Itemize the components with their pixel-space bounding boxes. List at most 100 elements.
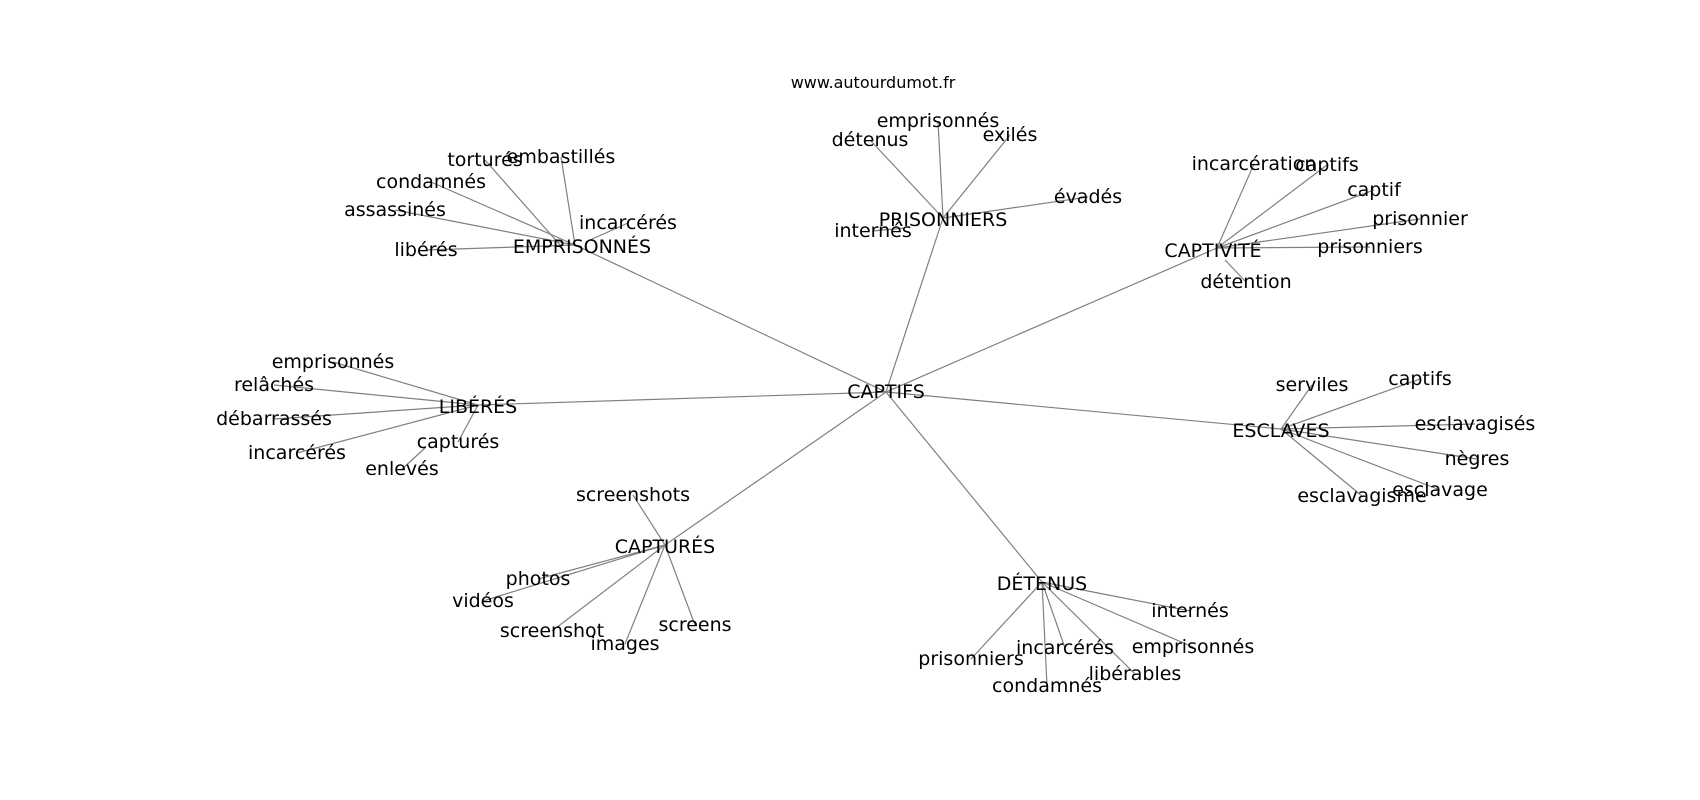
hub-word-label: ESCLAVES [1232,420,1329,442]
edge-hub-leaf [970,581,1043,660]
edge-hub-leaf [1216,218,1421,249]
leaf-word-label: emprisonnés [877,110,1000,132]
leaf-word-label: incarcérés [248,442,346,464]
edge-hub-leaf [1216,246,1371,249]
leaf-word-label: prisonniers [918,648,1023,670]
edge-hub-leaf [430,181,576,246]
leaf-word-label: images [590,633,659,655]
edge-center-hub [885,217,944,393]
edge-hub-leaf [872,227,906,232]
edge-hub-leaf [296,404,479,454]
leaf-word-label: incarcérés [1016,637,1114,659]
edge-hub-leaf [942,134,1011,219]
edge-hub-leaf [942,196,1089,219]
leaf-word-label: assassinés [344,199,446,221]
leaf-word-label: embastillés [507,146,616,168]
leaf-word-label: emprisonnés [272,351,395,373]
edge-hub-leaf [484,159,561,246]
edge-hub-leaf [664,544,696,626]
leaf-word-label: incarcérés [579,212,677,234]
edge-hub-leaf [1216,164,1328,249]
edge-hub-leaf [551,544,666,632]
edge-hub-leaf [394,209,576,246]
leaf-word-label: détenus [832,129,909,151]
edges [273,120,1478,687]
leaf-word-label: condamnés [992,675,1102,697]
edge-center-hub [885,391,1282,430]
edge-hub-leaf [1280,428,1478,460]
edge-center-hub [477,391,887,406]
leaf-word-label: torturés [447,149,522,171]
edge-hub-leaf [1280,378,1421,430]
leaf-word-label: exilés [983,124,1038,146]
edge-hub-leaf [332,361,479,406]
hub-word-label: EMPRISONNÉS [513,235,651,258]
hub-word-label: LIBÉRÉS [439,395,518,418]
leaf-word-label: nègres [1445,448,1510,470]
edge-hub-leaf [1216,189,1375,249]
edge-hub-leaf [560,156,576,246]
edge-hub-leaf [1280,428,1363,497]
leaf-word-label: condamnés [376,171,486,193]
center-word-label: CAPTIFS [847,381,925,403]
edge-hub-leaf [401,447,426,470]
edge-hub-leaf [1041,581,1048,687]
site-credit: www.autourdumot.fr [791,73,956,92]
edge-hub-leaf [1041,581,1191,612]
edge-hub-leaf [1041,581,1194,648]
leaf-word-label: prisonnier [1372,208,1468,230]
edge-hub-leaf [937,120,944,219]
edge-hub-leaf [1280,428,1441,491]
hub-word-label: CAPTURÉS [615,535,716,558]
hub-word-label: PRISONNIERS [879,209,1008,231]
edge-hub-leaf [537,544,666,580]
edge-hub-leaf [1280,423,1476,430]
hub-word-label: DÉTENUS [997,572,1087,595]
edge-hub-leaf [632,494,666,546]
edge-hub-leaf [1041,581,1066,649]
leaf-word-label: prisonniers [1317,236,1422,258]
leaf-word-label: libérés [394,239,457,261]
leaf-word-label: libérables [1089,663,1182,685]
edge-hub-leaf [1224,259,1247,283]
edge-center-hub [885,247,1218,393]
leaf-word-label: serviles [1276,374,1349,396]
edge-hub-leaf [1280,384,1313,430]
leaf-word-label: débarrassés [216,408,332,430]
edge-hub-leaf [273,404,479,420]
leaf-word-label: photos [506,568,571,590]
edge-center-hub [664,391,887,546]
leaf-word-label: vidéos [452,590,514,612]
leaf-word-label: esclavagisés [1415,413,1536,435]
leaf-word-label: screens [658,614,731,636]
leaf-word-label: emprisonnés [1132,636,1255,658]
edge-hub-leaf [624,544,666,645]
edge-hub-leaf [589,222,629,241]
leaf-word-label: screenshots [576,484,690,506]
leaf-word-label: esclavagisme [1297,485,1426,507]
leaf-word-label: captifs [1295,154,1358,176]
leaf-word-label: enlevés [365,458,439,480]
leaf-word-label: incarcération [1192,153,1317,175]
edge-hub-leaf [457,404,479,443]
leaf-word-label: esclavage [1392,479,1488,501]
leaf-word-label: captif [1347,179,1402,201]
edge-center-hub [574,244,887,393]
leaf-word-label: relâchés [234,374,314,396]
edge-hub-leaf [869,139,944,219]
leaf-word-label: internés [1151,600,1229,622]
edge-center-hub [885,391,1043,583]
edge-hub-leaf [482,544,666,602]
edge-hub-leaf [273,384,479,406]
leaf-word-label: détention [1200,271,1291,293]
leaf-word-label: screenshot [500,620,604,642]
leaf-word-label: captifs [1388,368,1451,390]
leaf-word-label: évadés [1054,186,1122,208]
edge-hub-leaf [1041,581,1136,675]
edge-hub-leaf [425,244,576,251]
hub-word-label: CAPTIVITÉ [1164,239,1261,262]
leaf-word-label: capturés [417,431,500,453]
leaf-word-label: internés [834,220,912,242]
